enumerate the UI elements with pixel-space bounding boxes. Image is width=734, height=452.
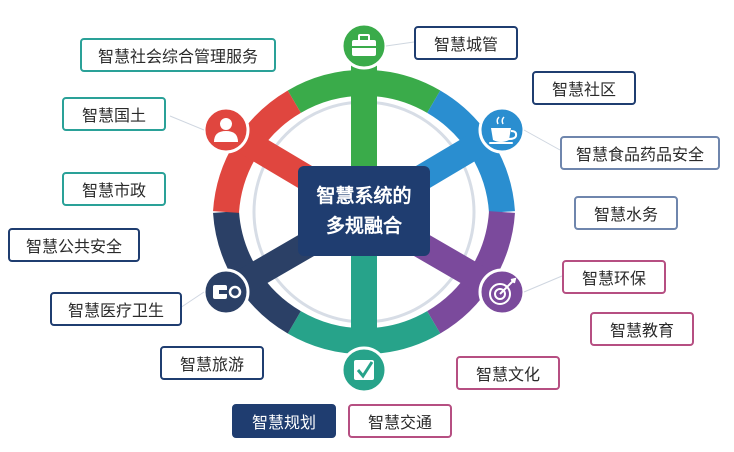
label-smart-culture: 智慧文化 bbox=[456, 356, 560, 390]
label-smart-environment: 智慧环保 bbox=[562, 260, 666, 294]
node-upper-right bbox=[478, 106, 526, 154]
label-smart-city-management: 智慧城管 bbox=[414, 26, 518, 60]
connectors bbox=[169, 41, 563, 309]
user-icon bbox=[214, 118, 238, 142]
label-smart-social-management: 智慧社会综合管理服务 bbox=[80, 38, 276, 72]
coffee-cup-icon bbox=[489, 116, 518, 144]
label-smart-public-safety: 智慧公共安全 bbox=[8, 228, 140, 262]
node-lower-left bbox=[202, 268, 250, 316]
node-top bbox=[340, 22, 388, 70]
target-icon bbox=[489, 277, 517, 305]
center-title: 智慧系统的 多规融合 bbox=[298, 166, 430, 256]
link-icon bbox=[213, 285, 242, 299]
label-smart-education: 智慧教育 bbox=[590, 312, 694, 346]
label-smart-healthcare: 智慧医疗卫生 bbox=[50, 292, 182, 326]
label-smart-food-drug-safety: 智慧食品药品安全 bbox=[560, 136, 720, 170]
checkbox-icon bbox=[354, 360, 374, 380]
node-lower-right bbox=[478, 268, 526, 316]
center-title-line2: 多规融合 bbox=[325, 215, 402, 237]
label-smart-tourism: 智慧旅游 bbox=[160, 346, 264, 380]
label-smart-transportation: 智慧交通 bbox=[348, 404, 452, 438]
label-smart-planning: 智慧规划 bbox=[232, 404, 336, 438]
node-bottom bbox=[340, 346, 388, 394]
label-smart-land: 智慧国土 bbox=[62, 97, 166, 131]
node-upper-left bbox=[202, 106, 250, 154]
briefcase-icon bbox=[352, 34, 376, 56]
label-smart-municipal: 智慧市政 bbox=[62, 172, 166, 206]
label-smart-water: 智慧水务 bbox=[574, 196, 678, 230]
label-smart-community: 智慧社区 bbox=[532, 71, 636, 105]
center-title-line1: 智慧系统的 bbox=[316, 185, 412, 207]
